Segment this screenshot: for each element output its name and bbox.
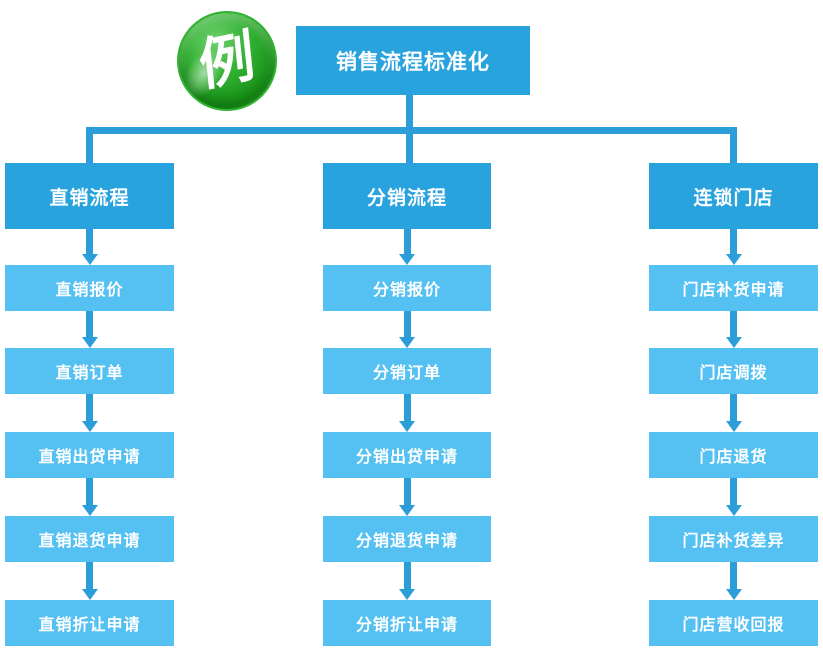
arrow-down-icon: [323, 229, 491, 265]
example-badge-label: 例: [196, 23, 258, 98]
column-chain-stores: 连锁门店 门店补货申请 门店调拨 门店退货 门店补货差异 门店营收回报: [649, 163, 818, 646]
arrow-down-icon: [649, 562, 818, 600]
arrow-head: [399, 421, 415, 432]
flow-node-label: 分销出贷申请: [355, 449, 458, 466]
arrow-down-icon: [649, 394, 818, 432]
arrow-stem: [730, 394, 737, 421]
arrow-stem: [86, 562, 93, 589]
arrow-down-icon: [5, 311, 174, 348]
arrow-stem: [86, 478, 93, 505]
arrow-head: [399, 589, 415, 600]
flow-node: 门店补货差异: [649, 516, 818, 562]
arrow-head: [81, 505, 98, 516]
flow-node: 门店退货: [649, 432, 818, 478]
flow-node: 分销报价: [323, 265, 491, 311]
column-header: 分销流程: [323, 163, 491, 229]
arrow-head: [81, 421, 98, 432]
column-header: 连锁门店: [649, 163, 818, 229]
arrow-down-icon: [323, 394, 491, 432]
flow-node: 门店调拨: [649, 348, 818, 394]
flow-node: 直销订单: [5, 348, 174, 394]
arrow-head: [81, 589, 98, 600]
arrow-down-icon: [323, 478, 491, 516]
arrow-down-icon: [649, 478, 818, 516]
column-direct-sales: 直销流程 直销报价 直销订单 直销出贷申请 直销退货申请 直销折让申请: [5, 163, 174, 646]
flow-node: 分销折让申请: [323, 600, 491, 646]
connector-root-stem: [406, 95, 413, 131]
arrow-stem: [403, 478, 411, 505]
flow-node-label: 直销退货申请: [38, 533, 141, 550]
flow-node-label: 门店补货申请: [682, 282, 785, 299]
arrow-stem: [730, 229, 737, 254]
flow-node-label: 直销折让申请: [38, 617, 141, 634]
flow-node: 直销报价: [5, 265, 174, 311]
arrow-stem: [730, 478, 737, 505]
flow-node-label: 门店调拨: [699, 365, 768, 382]
arrow-stem: [403, 311, 411, 337]
arrow-head: [81, 337, 98, 348]
column-header-label: 分销流程: [366, 187, 447, 209]
arrow-down-icon: [5, 229, 174, 265]
connector-drop-center: [406, 130, 413, 163]
flow-node-label: 直销订单: [55, 365, 124, 382]
arrow-stem: [86, 394, 93, 421]
flow-node-label: 门店补货差异: [682, 533, 785, 550]
arrow-stem: [86, 311, 93, 337]
arrow-down-icon: [323, 311, 491, 348]
arrow-head: [725, 505, 742, 516]
flow-node: 分销出贷申请: [323, 432, 491, 478]
flow-node: 直销折让申请: [5, 600, 174, 646]
arrow-head: [399, 254, 415, 265]
flow-node: 直销出贷申请: [5, 432, 174, 478]
flow-node-label: 分销折让申请: [355, 617, 458, 634]
arrow-head: [399, 337, 415, 348]
arrow-head: [399, 505, 415, 516]
arrow-head: [725, 337, 742, 348]
column-header-label: 连锁门店: [693, 187, 774, 209]
arrow-stem: [730, 562, 737, 589]
arrow-down-icon: [649, 229, 818, 265]
flow-node-label: 门店退货: [699, 449, 768, 466]
column-header-label: 直销流程: [49, 187, 130, 209]
arrow-head: [725, 421, 742, 432]
flow-node-label: 直销报价: [55, 282, 124, 299]
flow-node-label: 分销退货申请: [355, 533, 458, 550]
root-node-label: 销售流程标准化: [336, 50, 490, 74]
arrow-down-icon: [5, 562, 174, 600]
arrow-stem: [730, 311, 737, 337]
arrow-head: [725, 254, 742, 265]
arrow-stem: [403, 562, 411, 589]
arrow-stem: [86, 229, 93, 254]
arrow-head: [725, 589, 742, 600]
arrow-down-icon: [5, 478, 174, 516]
root-node: 销售流程标准化: [296, 26, 530, 95]
flow-node-label: 门店营收回报: [682, 617, 785, 634]
flow-node: 分销订单: [323, 348, 491, 394]
arrow-down-icon: [323, 562, 491, 600]
flow-node: 门店补货申请: [649, 265, 818, 311]
flow-node: 门店营收回报: [649, 600, 818, 646]
column-header: 直销流程: [5, 163, 174, 229]
flow-node-label: 直销出贷申请: [38, 449, 141, 466]
flow-node: 直销退货申请: [5, 516, 174, 562]
connector-drop-left: [86, 130, 93, 163]
connector-drop-right: [730, 130, 737, 163]
column-distribution: 分销流程 分销报价 分销订单 分销出贷申请 分销退货申请 分销折让申请: [323, 163, 491, 646]
flow-node: 分销退货申请: [323, 516, 491, 562]
arrow-stem: [403, 394, 411, 421]
arrow-down-icon: [5, 394, 174, 432]
flow-node-label: 分销订单: [372, 365, 441, 382]
arrow-down-icon: [649, 311, 818, 348]
arrow-stem: [403, 229, 411, 254]
arrow-head: [81, 254, 98, 265]
example-badge: 例: [177, 11, 277, 111]
flow-node-label: 分销报价: [372, 282, 441, 299]
